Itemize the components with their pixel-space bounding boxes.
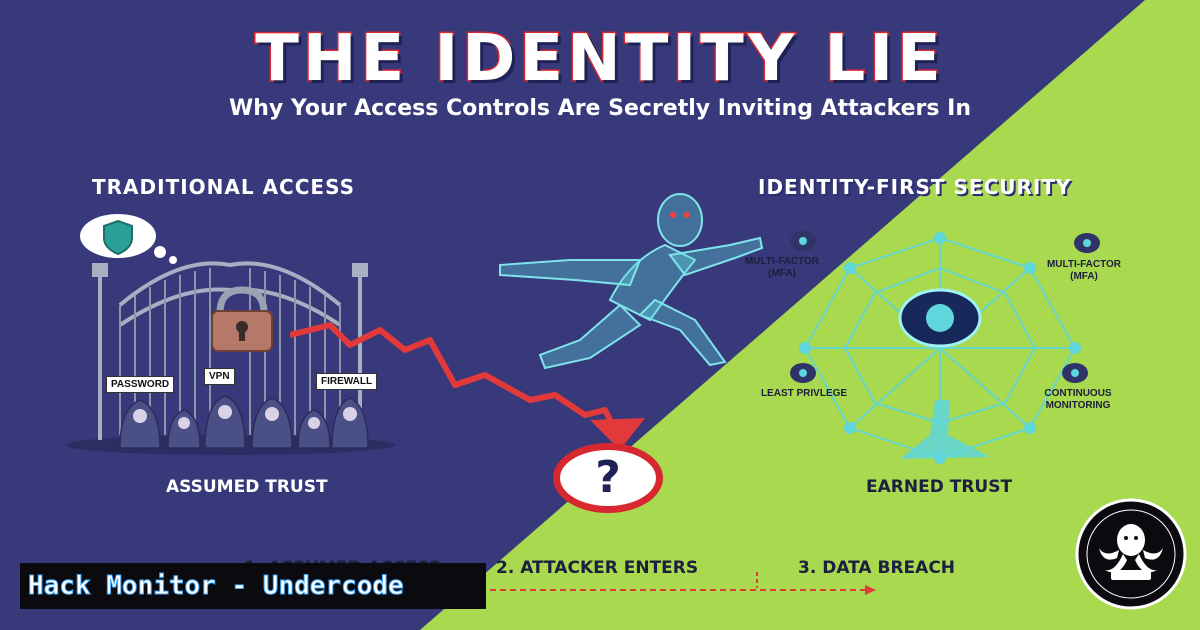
monitoring-icon [1062, 363, 1088, 383]
vpn-sign: VPN [204, 368, 235, 385]
earned-trust-label: EARNED TRUST [866, 477, 1013, 497]
breach-arrow [290, 322, 645, 450]
step-3: 3. DATA BREACH [798, 558, 956, 578]
password-sign: PASSWORD [106, 376, 175, 393]
identity-network [799, 232, 1081, 464]
identity-core-icon [898, 288, 982, 348]
mfa-label-left: MULTI-FACTOR (MFA) [744, 256, 820, 279]
monitoring-label: CONTINUOUS MONITORING [1044, 388, 1112, 411]
shield-icon [103, 219, 133, 256]
least-privilege-label: LEAST PRIVLEGE [760, 388, 848, 399]
assumed-trust-label: ASSUMED TRUST [166, 477, 328, 497]
thought-bubble [80, 214, 177, 264]
steps-flow-arrow [480, 572, 876, 595]
step-2: 2. ATTACKER ENTERS [496, 558, 699, 578]
mfa-fingerprint-icon [790, 231, 816, 251]
hooded-guards [119, 395, 369, 449]
brand-banner: Hack Monitor - Undercode [20, 563, 486, 609]
undercode-logo [1075, 498, 1187, 610]
traditional-access-heading: TRADITIONAL ACCESS [92, 175, 355, 199]
firewall-sign: FIREWALL [316, 373, 378, 390]
least-privilege-icon [790, 363, 816, 383]
page-title: THE IDENTITY LIE [254, 21, 945, 98]
mfa-check-icon [1074, 233, 1100, 253]
mfa-label-right: MULTI-FACTOR (MFA) [1046, 259, 1122, 282]
question-mark-badge: ? [553, 443, 663, 513]
padlock-icon [211, 286, 273, 352]
beam-base [900, 400, 990, 459]
page-subtitle: Why Your Access Controls Are Secretly In… [228, 96, 971, 121]
attacker-figure [499, 193, 764, 370]
identity-first-heading: IDENTITY-FIRST SECURITY [758, 175, 1072, 199]
